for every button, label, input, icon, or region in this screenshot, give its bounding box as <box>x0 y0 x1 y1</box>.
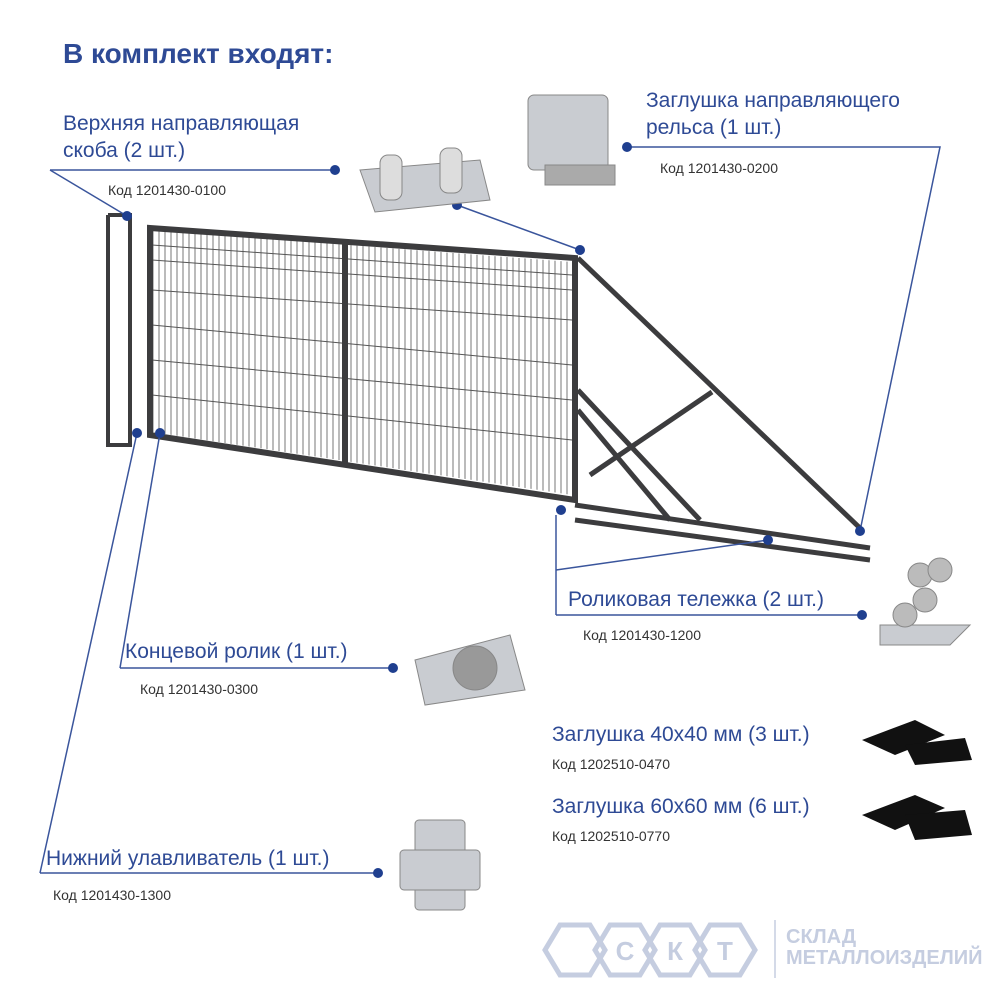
callout-dots <box>122 142 867 878</box>
bottom-catcher-image <box>399 819 481 911</box>
plug-60-image <box>862 795 972 840</box>
end-roller-image <box>414 634 526 706</box>
plug-40-image <box>862 720 972 765</box>
logo-line2: МЕТАЛЛОИЗДЕЛИЙ <box>786 947 983 969</box>
roller-cart-image <box>879 557 972 646</box>
item-rail-plug-name: Заглушка направляющего <box>646 89 900 112</box>
skmt-logo <box>542 920 776 978</box>
logo-letter: С <box>616 936 635 966</box>
item-upper-bracket-code: Код 1201430-0100 <box>108 182 227 198</box>
item-bottom-catcher-name: Нижний улавливатель (1 шт.) <box>46 847 330 870</box>
logo-letter: Т <box>717 936 733 966</box>
logo-line1: СКЛАД <box>786 926 857 948</box>
logo-text: СКЛАД МЕТАЛЛОИЗДЕЛИЙ <box>786 927 983 969</box>
item-plug-60-name: Заглушка 60х60 мм (6 шт.) <box>552 795 810 818</box>
item-end-roller-code: Код 1201430-0300 <box>140 681 259 697</box>
item-roller-cart-name: Роликовая тележка (2 шт.) <box>568 588 824 611</box>
item-upper-bracket-name2: скоба (2 шт.) <box>63 139 186 162</box>
item-end-roller-name: Концевой ролик (1 шт.) <box>125 640 348 663</box>
item-roller-cart-code: Код 1201430-1200 <box>583 627 702 643</box>
gate-mesh <box>152 230 572 495</box>
upper-bracket-image <box>359 147 491 213</box>
item-upper-bracket-name: Верхняя направляющая <box>63 112 300 135</box>
rail-plug-image <box>527 94 616 186</box>
gate-tail <box>574 256 871 563</box>
gate-frame <box>147 224 578 504</box>
item-bottom-catcher-code: Код 1201430-1300 <box>53 887 172 903</box>
item-plug-40-code: Код 1202510-0470 <box>552 756 671 772</box>
item-plug-40-name: Заглушка 40х40 мм (3 шт.) <box>552 723 810 746</box>
item-plug-60-code: Код 1202510-0770 <box>552 828 671 844</box>
gate-post <box>106 213 132 447</box>
page-title: В комплект входят: <box>63 38 334 69</box>
item-rail-plug-name2: рельса (1 шт.) <box>646 116 782 139</box>
logo-letter: К <box>667 936 683 966</box>
item-rail-plug-code: Код 1201430-0200 <box>660 160 779 176</box>
